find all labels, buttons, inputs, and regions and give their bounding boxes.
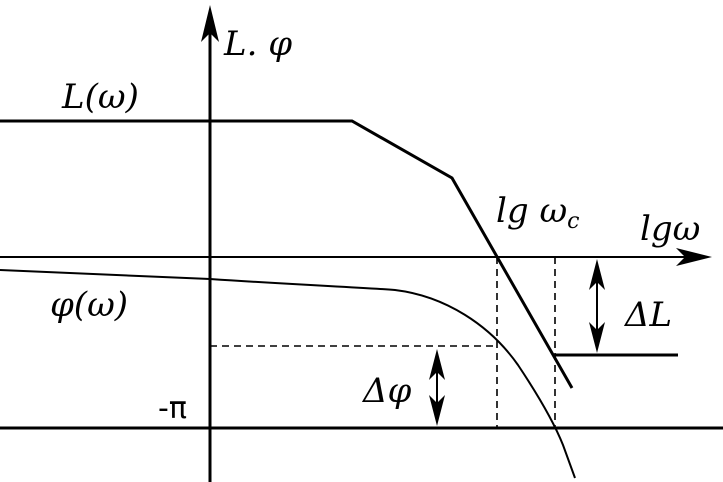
phase-margin-label: Δφ	[361, 371, 412, 411]
phase-curve-label: φ(ω)	[50, 285, 128, 325]
phase-curve	[0, 269, 576, 479]
crossover-subscript: c	[567, 209, 579, 234]
magnitude-curve-label: L(ω)	[61, 77, 139, 117]
phase-margin-arrowhead-up	[429, 349, 445, 380]
phase-margin-arrowhead-down	[429, 395, 445, 426]
x-axis-label: lgω	[640, 209, 700, 249]
minus-pi-label: -π	[158, 391, 187, 426]
gain-margin-arrowhead-down	[589, 322, 605, 353]
crossover-label: lg ωc	[496, 191, 580, 234]
x-axis-arrowhead	[676, 248, 712, 266]
y-axis-arrowhead	[201, 5, 219, 42]
magnitude-curve	[0, 119, 574, 389]
y-axis-label: L. φ	[223, 24, 292, 64]
gain-margin-label: ΔL	[623, 295, 672, 335]
gain-margin-arrowhead-up	[589, 259, 605, 290]
